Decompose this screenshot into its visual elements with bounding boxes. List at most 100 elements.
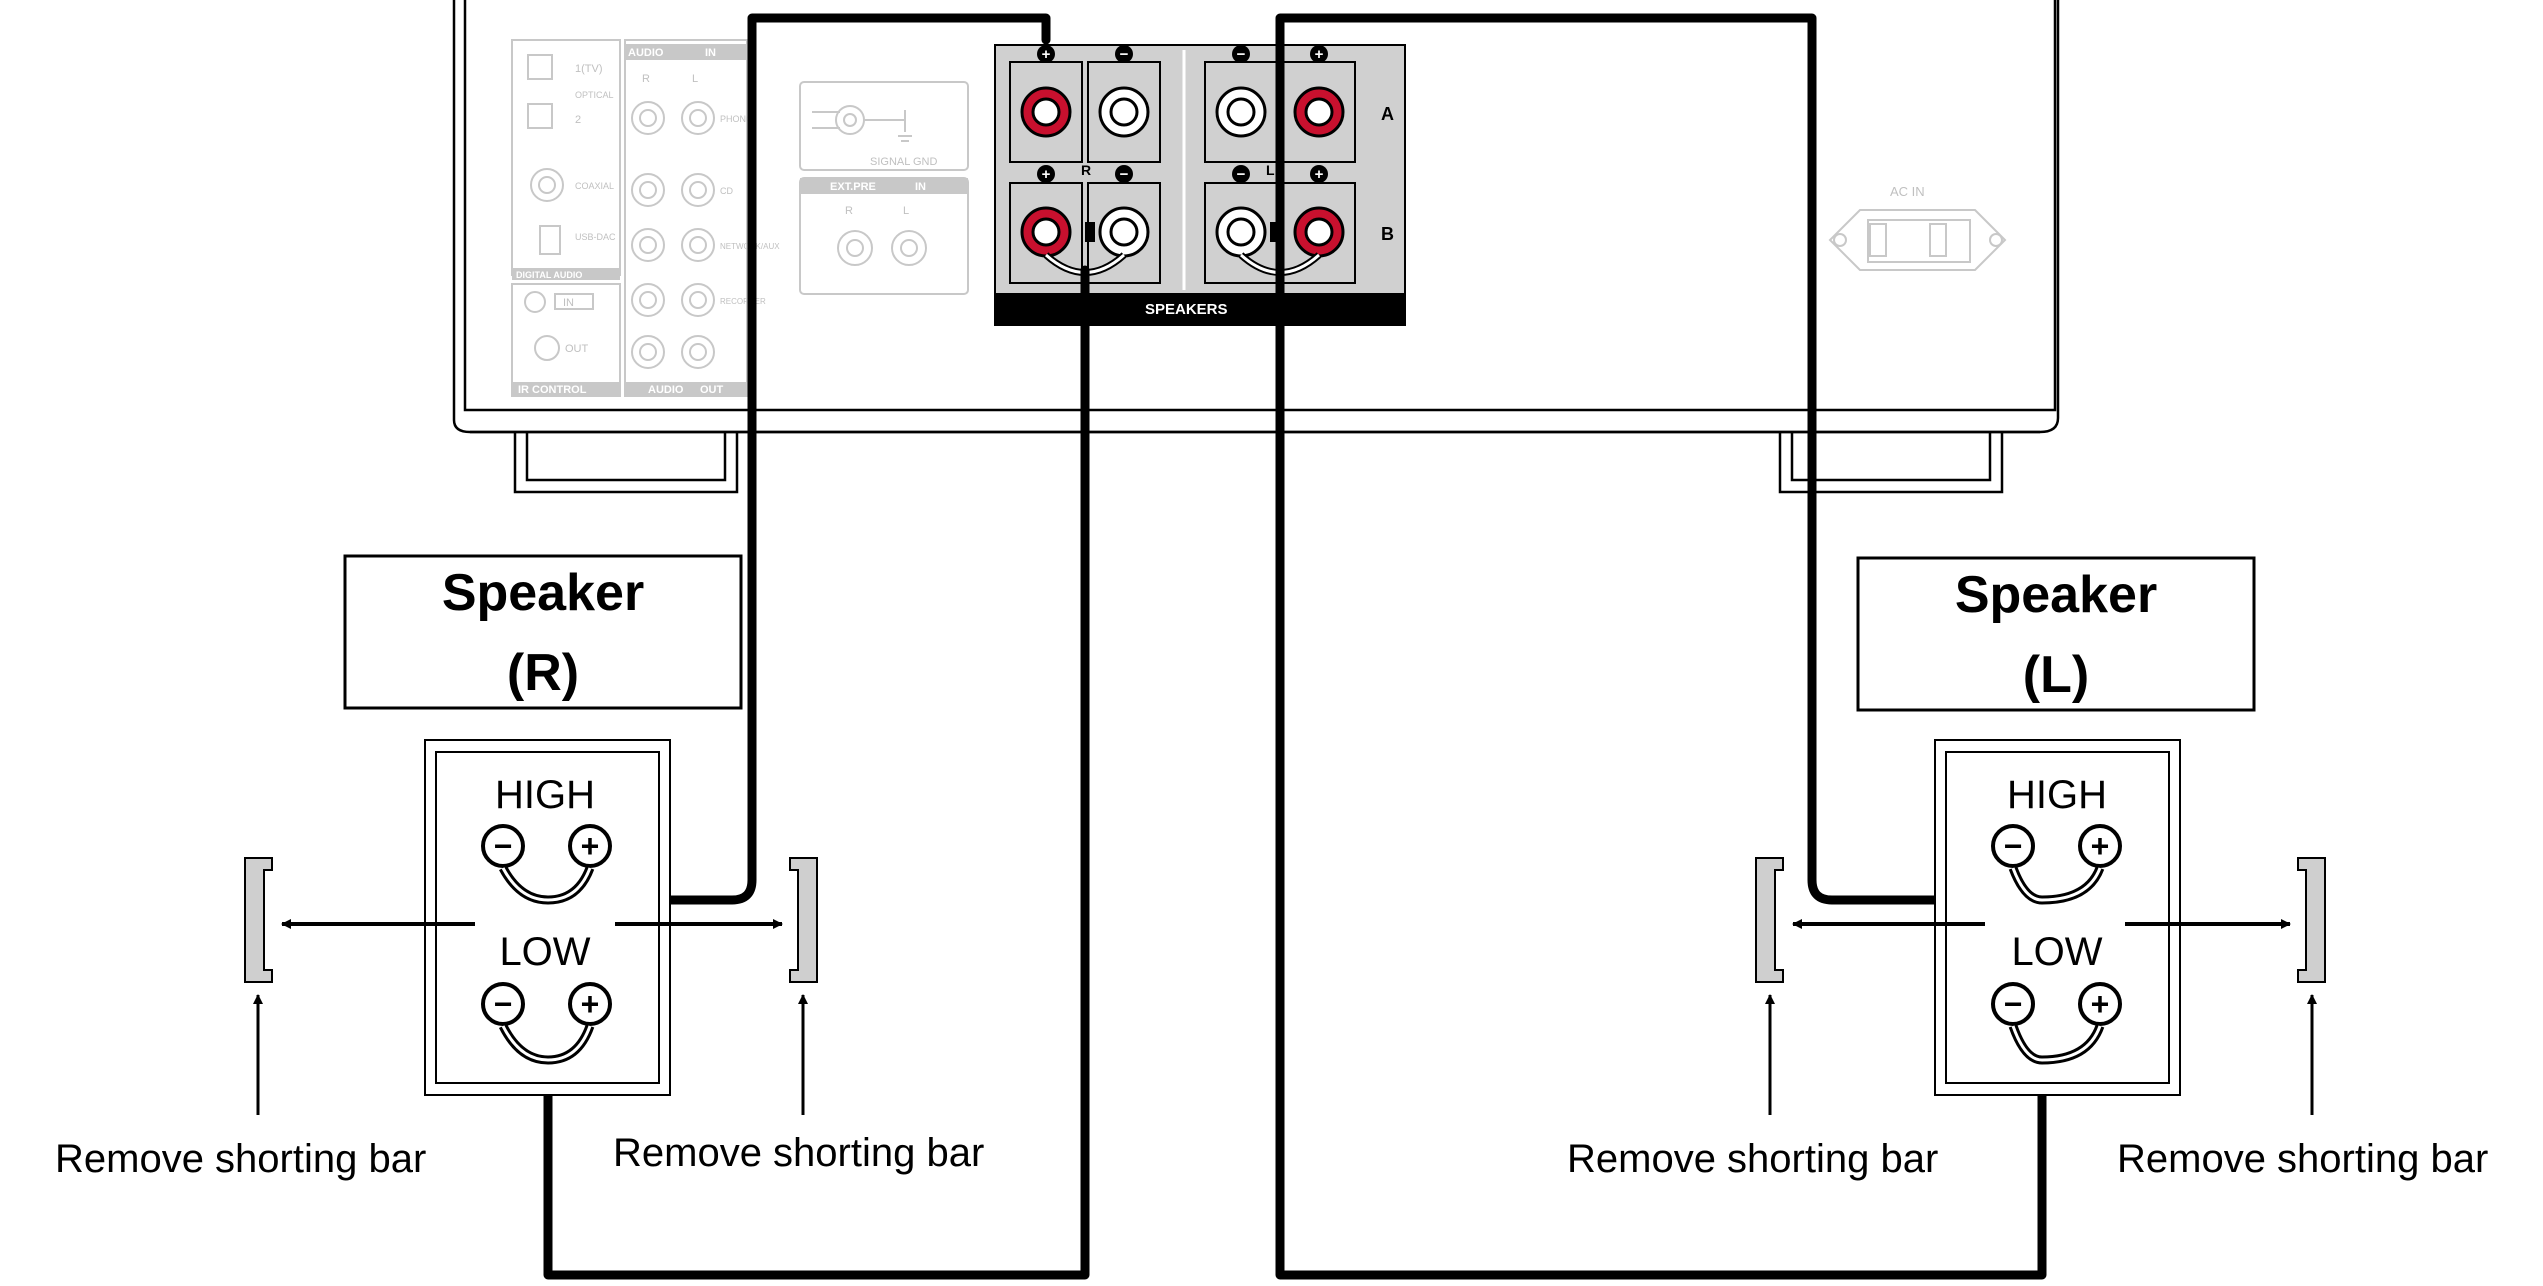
audio-in-badge: IN [705,47,716,59]
remove-shorting-bar-label-1: Remove shorting bar [55,1137,426,1181]
speaker-l-high-minus: − [1991,824,2035,868]
speaker-l-high-plus: + [2078,824,2122,868]
audio-channel-l: L [692,73,698,85]
remove-shorting-bar-label-4: Remove shorting bar [2117,1137,2488,1181]
svg-text:−: − [1120,46,1129,63]
ir-control-panel: IN OUT IR CONTROL [511,283,621,397]
shorting-bar-icon [1755,857,1784,983]
speaker-l-title: Speaker [1955,566,2157,624]
speaker-l-channel: (L) [2023,646,2089,704]
speaker-l-terminal-plate [1934,739,2181,1096]
audio-input-panel: AUDIO IN R L PHONO CD NETWORK/AUX RECORD… [624,39,780,397]
terminal-a-l-plus-badge: + [1310,45,1328,63]
speaker-r-low-minus: − [481,982,525,1026]
digital-input-panel: 1(TV) OPTICAL 2 COAXIAL USB-DAC DIGITAL … [511,39,621,280]
terminal-a-r-plus [1020,86,1072,138]
svg-text:−: − [494,828,513,864]
speaker-l-low-label: LOW [2011,930,2102,974]
svg-text:+: + [1042,46,1051,63]
cable-r-low [543,265,1090,1280]
speaker-l-high-label: HIGH [2007,773,2107,817]
digital-audio-label: DIGITAL AUDIO [516,270,582,280]
panel-l-label: L [1266,162,1275,178]
svg-text:−: − [494,986,513,1022]
speaker-r-low-label: LOW [499,930,590,974]
speaker-r-high-plus: + [568,824,612,868]
svg-text:+: + [1042,166,1051,183]
panel-r-label: R [1081,162,1091,178]
audio-channel-r: R [642,73,650,85]
speaker-r-high-minus: − [481,824,525,868]
terminal-a-r-minus-badge: − [1115,45,1133,63]
terminal-a-r-minus [1098,86,1150,138]
terminal-b-r-plus [1020,206,1072,258]
cable-r-high [543,13,1051,905]
optical-label: OPTICAL [575,90,614,100]
ext-pre-panel: EXT.PRE IN R L [799,177,969,295]
ac-in-label: AC IN [1890,184,1925,199]
speaker-r-high-label: HIGH [495,773,595,817]
terminal-b-r-plus-badge: + [1037,165,1055,183]
speaker-r: Speaker (R) HIGH LOW − + − + [55,554,984,1181]
svg-text:+: + [1315,166,1324,183]
digital-input-2-label: 2 [575,114,581,126]
signal-gnd-label: SIGNAL GND [870,156,937,168]
svg-text:−: − [1120,166,1129,183]
cd-label: CD [720,186,733,196]
speakers-label: SPEAKERS [1145,301,1228,318]
terminal-a-l-minus [1215,86,1267,138]
audio-out-badge: OUT [700,384,724,396]
audio-in-header: AUDIO [628,47,664,59]
ir-out-label: OUT [565,343,589,355]
speaker-r-channel: (R) [507,644,579,702]
shorting-bar-icon [244,857,273,983]
svg-text:−: − [1237,46,1246,63]
terminal-b-l-minus-badge: − [1232,165,1250,183]
svg-text:+: + [2091,828,2110,864]
svg-text:+: + [1315,46,1324,63]
svg-text:+: + [2091,986,2110,1022]
speaker-r-low-plus: + [568,982,612,1026]
signal-gnd-panel: SIGNAL GND [799,81,969,171]
svg-text:+: + [581,986,600,1022]
audio-out-label: AUDIO [648,384,684,396]
terminal-a-l-plus [1293,86,1345,138]
speaker-r-title: Speaker [442,564,644,622]
ir-control-label: IR CONTROL [518,384,587,396]
terminal-b-r-minus-badge: − [1115,165,1133,183]
ir-in-label: IN [563,297,574,309]
ext-pre-r: R [845,205,853,217]
speaker-l: Speaker (L) HIGH LOW − + − + [1567,556,2488,1181]
ac-in-socket: AC IN [1828,184,2007,271]
terminal-b-l-plus [1293,206,1345,258]
speaker-cables [543,13,2047,1280]
coaxial-label: COAXIAL [575,181,614,191]
svg-text:+: + [581,828,600,864]
recorder-label: RECORDER [720,297,766,306]
terminal-b-l-minus [1215,206,1267,258]
shorting-bar-icon [789,857,818,983]
speaker-r-label-box [343,554,743,710]
amplifier-rear-panel: 1(TV) OPTICAL 2 COAXIAL USB-DAC DIGITAL … [452,0,2060,494]
cable-l-high [1275,13,2047,905]
cable-l-low [1275,265,2047,1280]
phono-label: PHONO [720,114,753,124]
terminal-a-r-plus-badge: + [1037,45,1055,63]
remove-shorting-bar-label-3: Remove shorting bar [1567,1137,1938,1181]
terminal-b-l-plus-badge: + [1310,165,1328,183]
speaker-terminal-panel: SPEAKERS A B R L + − [994,44,1406,326]
terminal-a-l-minus-badge: − [1232,45,1250,63]
speaker-l-low-plus: + [2078,982,2122,1026]
remove-shorting-bar-label-2: Remove shorting bar [613,1131,984,1175]
speaker-r-terminal-plate [424,739,671,1096]
ext-pre-label: EXT.PRE [830,181,876,193]
row-b-label: B [1381,224,1394,244]
svg-text:−: − [2004,828,2023,864]
ext-pre-in-badge: IN [915,181,926,193]
speaker-l-label-box [1856,556,2256,712]
svg-text:−: − [2004,986,2023,1022]
speaker-l-low-minus: − [1991,982,2035,1026]
digital-input-1-label: 1(TV) [575,63,603,75]
row-a-label: A [1381,104,1394,124]
